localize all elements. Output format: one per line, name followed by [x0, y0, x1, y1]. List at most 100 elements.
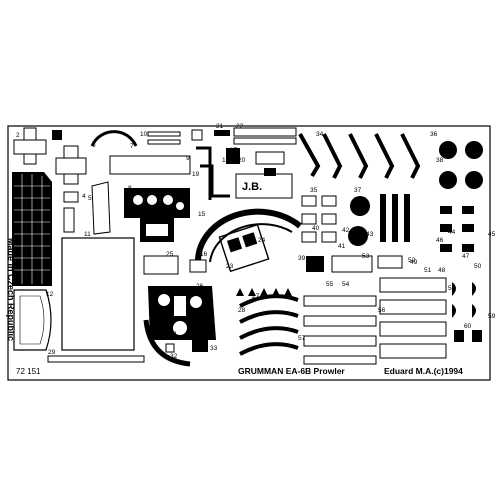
triangle-row: [236, 288, 292, 296]
part-number: 60: [464, 323, 472, 330]
part-number: 45: [488, 231, 496, 238]
part-number: 7: [130, 143, 134, 150]
long-strip-22b: [233, 137, 297, 145]
part-number: 43: [366, 231, 374, 238]
band-part-28a: [239, 294, 299, 308]
copyright-label: Eduard M.A.(c)1994: [384, 366, 463, 376]
part-number: 47: [462, 253, 470, 260]
part-32: [165, 343, 175, 353]
small-bits-right: [440, 206, 474, 252]
part-number: 24: [258, 237, 266, 244]
strip-part-9: [109, 155, 191, 175]
part-number: 37: [354, 187, 362, 194]
grid-panel: [12, 172, 52, 286]
part-number: 57: [298, 335, 306, 342]
scale-label: 72 151: [16, 367, 41, 376]
part-number: 34: [316, 131, 324, 138]
canopy-part-12: [13, 289, 52, 351]
part-number: 12: [46, 291, 54, 298]
cross-part-2: [55, 145, 87, 185]
rounded-parts-right: [439, 141, 483, 189]
arc-part-top: [90, 130, 138, 147]
strip-parts-56: [303, 295, 377, 365]
canopy-inner: [19, 295, 45, 345]
strip-part-29: [47, 355, 145, 363]
hook-parts-row: [298, 133, 421, 179]
small-box-grid: [301, 195, 337, 243]
small-part-box: [52, 130, 62, 140]
part-number: 22: [236, 123, 244, 130]
part-number: 46: [436, 237, 444, 244]
part-number: 49: [410, 259, 418, 266]
part-number: 25: [166, 251, 174, 258]
small-strips-10: [147, 131, 181, 145]
part-number: 2: [16, 132, 20, 139]
part-number: 10: [140, 131, 148, 138]
part-number: 56: [378, 307, 386, 314]
part-number: 39: [298, 255, 306, 262]
part-number: 48: [438, 267, 446, 274]
callsign-text: J.B.: [242, 181, 262, 193]
jb-plate: [235, 173, 293, 199]
part-33: [192, 340, 208, 352]
block-part-20: [255, 151, 285, 165]
part-number: 41: [338, 243, 346, 250]
box-part-26: [143, 255, 179, 275]
disc-part-43: [348, 226, 368, 246]
plates-58: [379, 277, 447, 359]
box-part-39: [306, 256, 324, 272]
arc-part-30: [143, 319, 191, 367]
box-part-52: [377, 255, 403, 269]
part-number: 5: [88, 195, 92, 202]
part-number: 26: [196, 283, 204, 290]
rod-part-18: [196, 146, 212, 200]
part-number: 6: [92, 142, 96, 149]
strip-part-21: [214, 130, 230, 136]
part-number: 59: [488, 313, 496, 320]
part-number: 29: [48, 349, 56, 356]
part-number: 51: [424, 267, 432, 274]
seat-console-part: [148, 286, 216, 340]
part-number: 16: [200, 251, 208, 258]
part-number: 17: [230, 147, 238, 154]
part-number: 11: [84, 231, 91, 238]
part-number: 31: [170, 331, 178, 338]
part-number: 20: [238, 157, 246, 164]
disc-part-42: [350, 196, 370, 216]
part-number: 42: [342, 227, 350, 234]
part-number: 40: [312, 225, 320, 232]
fret-border: [7, 125, 491, 381]
display-part-24: [218, 223, 270, 273]
part-number: 50: [474, 263, 482, 270]
part-number: 33: [210, 345, 218, 352]
part-number: 9: [186, 155, 190, 162]
square-part-top: [191, 129, 203, 141]
vertical-bars: [380, 194, 410, 242]
part-number: 3: [16, 173, 20, 180]
part-number: 27: [252, 293, 260, 300]
pieces-59-60: [452, 282, 482, 342]
part-number: 28: [238, 307, 246, 314]
cross-part-top-left: [13, 127, 47, 165]
box-part-25: [189, 259, 207, 273]
product-name: GRUMMAN EA-6B Prowler: [238, 366, 345, 376]
plate-part-4: [63, 191, 79, 203]
part-number: 58: [448, 285, 456, 292]
rod-part-19: [200, 164, 230, 198]
part-number: 21: [216, 123, 224, 130]
part-number: 23: [226, 263, 234, 270]
part-number: 35: [310, 187, 318, 194]
arc-part-15b: [209, 223, 293, 263]
box-part-44: [331, 255, 373, 273]
part-number: 38: [436, 157, 444, 164]
part-number: 30: [150, 331, 158, 338]
blank-panel-11: [61, 237, 135, 351]
part-number: 19: [192, 171, 200, 178]
part-number: 15: [198, 211, 206, 218]
part-number: 52: [408, 257, 416, 264]
band-part-28c: [239, 326, 299, 340]
block-part-20b: [264, 168, 276, 176]
band-part-28d: [239, 342, 299, 356]
instrument-panel-8: [124, 188, 190, 242]
